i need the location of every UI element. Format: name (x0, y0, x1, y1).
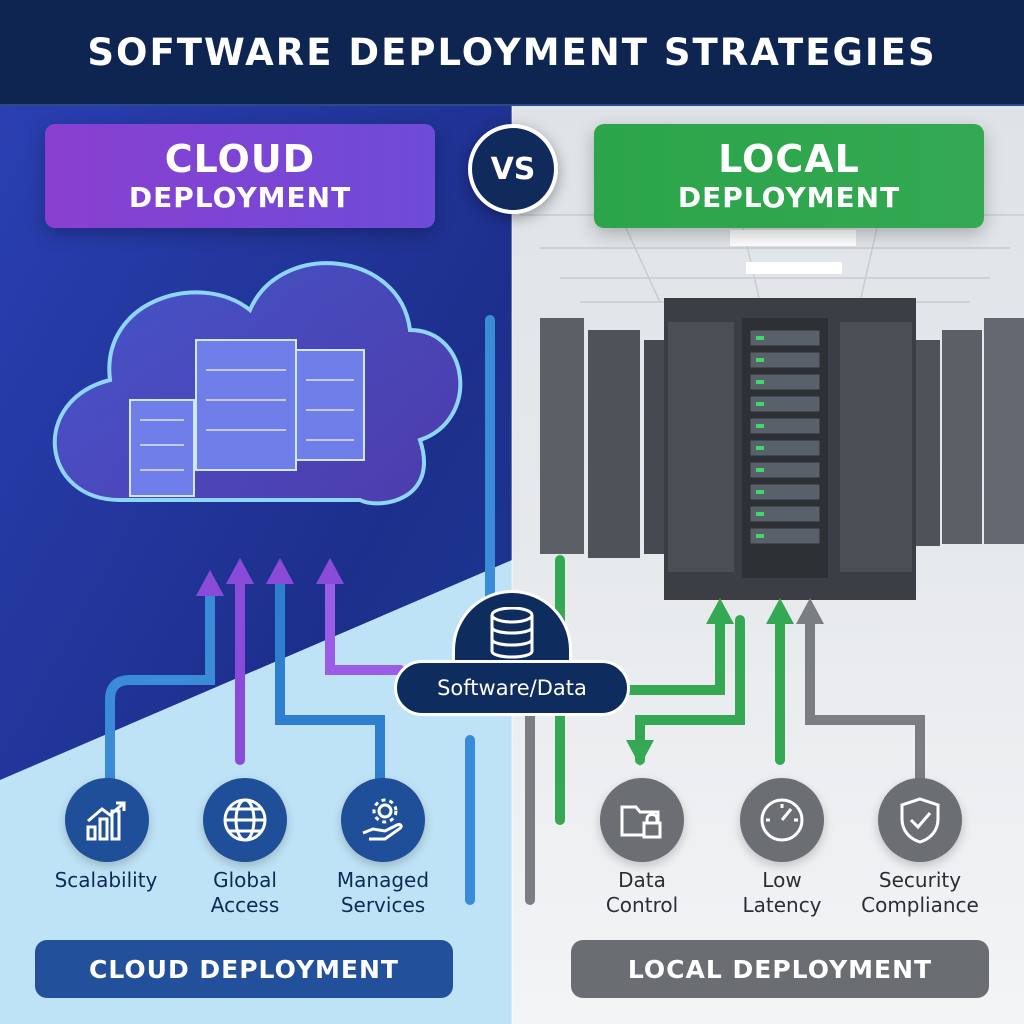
local-deployment-footer: LOCAL DEPLOYMENT (571, 940, 989, 998)
ceiling-light (746, 262, 842, 274)
globe-icon (203, 778, 287, 862)
shield-check-icon (878, 778, 962, 862)
vs-badge: VS (468, 124, 558, 214)
feature-label-global-access: Global Access (210, 868, 280, 917)
main-server-rack (664, 298, 916, 600)
locked-folder-icon (600, 778, 684, 862)
cloud-title-line1: CLOUD (164, 137, 316, 181)
cloud-arrowheads (196, 558, 344, 596)
growth-chart-icon (65, 778, 149, 862)
feature-label-scalability: Scalability (54, 868, 158, 892)
local-arrowheads (626, 598, 824, 766)
feature-label-managed-services: Managed Services (336, 868, 430, 917)
feature-label-data-control: Data Control (605, 868, 679, 917)
cloud-title-line2: DEPLOYMENT (128, 181, 352, 214)
feature-label-low-latency: Low Latency (742, 868, 822, 917)
cloud-illustration (52, 261, 463, 506)
cloud-deployment-title: CLOUD DEPLOYMENT (45, 124, 435, 228)
local-title-line1: LOCAL (718, 137, 860, 181)
side-server-racks (540, 318, 1024, 558)
local-title-line2: DEPLOYMENT (677, 181, 901, 214)
hand-gear-icon (341, 778, 425, 862)
cloud-deployment-footer: CLOUD DEPLOYMENT (35, 940, 453, 998)
ceiling-light (730, 230, 856, 246)
software-data-label: Software/Data (394, 660, 630, 716)
feature-label-security-compliance: Security Compliance (861, 868, 979, 917)
local-deployment-title: LOCAL DEPLOYMENT (594, 124, 984, 228)
speedometer-icon (740, 778, 824, 862)
page-title: SOFTWARE DEPLOYMENT STRATEGIES (0, 0, 1024, 106)
